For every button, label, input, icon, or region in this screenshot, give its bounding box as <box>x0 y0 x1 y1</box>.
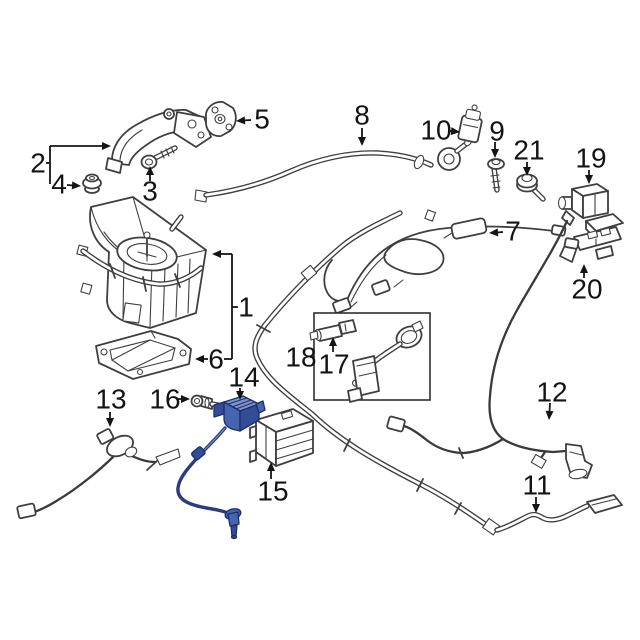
callout-5: 5 <box>236 104 270 135</box>
callout-number: 15 <box>257 476 288 507</box>
callout-7: 7 <box>489 216 521 247</box>
callout-number: 17 <box>318 349 349 380</box>
callout-number: 20 <box>571 274 602 305</box>
callout-number: 5 <box>254 104 270 135</box>
highlighted-part-14 <box>176 395 266 540</box>
callout-4: 4 <box>51 169 81 200</box>
callout-number: 7 <box>505 216 521 247</box>
inset-detail-box <box>309 312 431 403</box>
purge-valve <box>457 104 483 144</box>
screw <box>516 173 546 202</box>
callout-number: 21 <box>513 135 544 166</box>
callout-number: 14 <box>228 362 259 393</box>
callout-16: 16 <box>149 384 190 415</box>
callout-number: 12 <box>536 377 567 408</box>
callout-13: 13 <box>95 384 127 427</box>
inset-assembly-18 <box>347 320 424 403</box>
callout-number: 4 <box>51 169 67 200</box>
callout-17: 17 <box>318 337 350 380</box>
callout-18: 18 <box>285 342 316 373</box>
inset-sensor-17 <box>309 319 357 342</box>
callout-14: 14 <box>228 362 260 400</box>
callout-number: 9 <box>489 116 505 147</box>
bracket-bolt <box>140 145 178 170</box>
callout-number: 10 <box>420 115 451 146</box>
canister-bracket <box>95 330 192 380</box>
sensor-bracket <box>559 213 624 263</box>
callout-number: 16 <box>149 384 180 415</box>
callout-20: 20 <box>571 264 603 305</box>
callout-number: 13 <box>95 384 126 415</box>
callout-number: 19 <box>575 143 606 174</box>
callout-15: 15 <box>257 462 289 507</box>
callout-number: 2 <box>30 148 46 179</box>
callout-6: 6 <box>195 344 232 375</box>
callout-number: 3 <box>142 176 158 207</box>
callout-10: 10 <box>420 115 460 146</box>
bracket-plate <box>205 101 237 137</box>
callout-number: 11 <box>522 470 551 501</box>
callout-number: 8 <box>354 100 370 131</box>
callout-1: 1 <box>212 250 254 359</box>
wiring-harness <box>323 209 580 365</box>
callout-2: 2 <box>30 142 111 184</box>
temp-sensor-cable <box>16 428 181 520</box>
callout-12: 12 <box>536 377 568 420</box>
sensor-cable-assembly <box>386 219 593 480</box>
filler-vent-pipe <box>194 137 472 203</box>
callout-21: 21 <box>513 135 545 176</box>
sensor-bolt <box>487 158 505 193</box>
callout-number: 6 <box>208 344 224 375</box>
support-strap-bracket <box>105 108 212 174</box>
callout-11: 11 <box>522 470 552 513</box>
callout-9: 9 <box>489 116 505 158</box>
grommet <box>82 173 102 194</box>
evap-canister <box>249 408 314 467</box>
callout-number: 18 <box>285 342 316 373</box>
vent-tube-and-hose <box>252 210 623 536</box>
pressure-sensor <box>557 183 609 226</box>
callout-8: 8 <box>354 100 370 146</box>
callout-number: 1 <box>238 292 254 323</box>
vapor-canister-assembly <box>76 196 207 329</box>
callout-3: 3 <box>142 166 158 207</box>
callout-19: 19 <box>575 143 607 184</box>
